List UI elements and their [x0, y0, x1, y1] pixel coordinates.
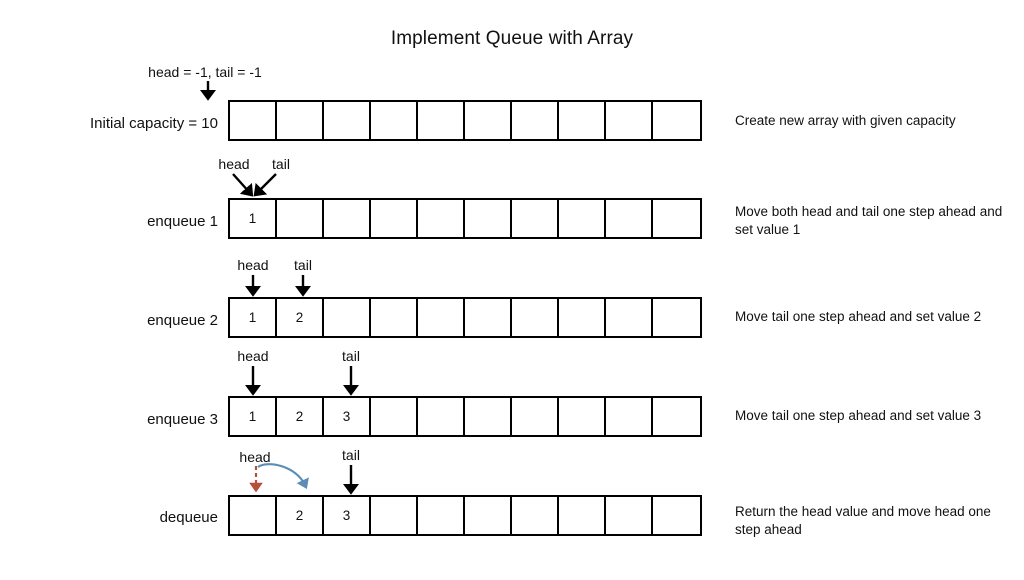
array-cell[interactable]: [559, 398, 606, 435]
array-cell[interactable]: 3: [324, 398, 371, 435]
array-cell[interactable]: [653, 398, 700, 435]
array-cell[interactable]: [512, 299, 559, 336]
tail-arrow-enqueue-1: [253, 173, 277, 197]
array-cell[interactable]: [230, 497, 277, 534]
array-cell[interactable]: 2: [277, 299, 324, 336]
array-cell[interactable]: [465, 102, 512, 139]
array-cell[interactable]: [465, 200, 512, 237]
array-cell[interactable]: [512, 398, 559, 435]
array-cell[interactable]: [559, 102, 606, 139]
row-label-initial: Initial capacity = 10: [90, 115, 218, 132]
array-cell[interactable]: [371, 200, 418, 237]
head-pointer-label: head: [237, 348, 269, 364]
array-enqueue-1: 1: [228, 198, 702, 239]
array-cell[interactable]: [512, 497, 559, 534]
head-pointer-label: head: [239, 449, 271, 465]
row-label-enqueue-1: enqueue 1: [147, 213, 218, 230]
array-cell[interactable]: [512, 102, 559, 139]
row-note-enqueue-2: Move tail one step ahead and set value 2: [735, 309, 982, 324]
row-label-enqueue-3: enqueue 3: [147, 411, 218, 428]
array-cell[interactable]: 1: [230, 398, 277, 435]
array-cell[interactable]: [653, 200, 700, 237]
tail-pointer-label: tail: [272, 156, 290, 172]
array-initial: [228, 100, 702, 141]
row-note-initial: Create new array with given capacity: [735, 113, 956, 128]
array-cell[interactable]: [418, 398, 465, 435]
array-cell[interactable]: [653, 497, 700, 534]
tail-pointer-label: tail: [342, 447, 360, 463]
row-label-dequeue: dequeue: [159, 509, 218, 526]
array-cell[interactable]: [418, 102, 465, 139]
tail-pointer-label: tail: [342, 348, 360, 364]
array-cell[interactable]: [324, 102, 371, 139]
array-cell[interactable]: [418, 200, 465, 237]
head-arrow-enqueue-1: [232, 173, 254, 197]
array-cell[interactable]: [559, 299, 606, 336]
row-note-enqueue-3: Move tail one step ahead and set value 3: [735, 408, 982, 423]
array-cell[interactable]: [559, 200, 606, 237]
array-cell[interactable]: [606, 200, 653, 237]
array-cell[interactable]: [277, 200, 324, 237]
array-cell[interactable]: [371, 398, 418, 435]
array-cell[interactable]: [418, 299, 465, 336]
page-title: Implement Queue with Array: [390, 28, 634, 49]
array-cell[interactable]: [653, 102, 700, 139]
array-cell[interactable]: [606, 102, 653, 139]
array-cell[interactable]: [465, 398, 512, 435]
array-cell[interactable]: 3: [324, 497, 371, 534]
head-tail-init-annotation: head = -1, tail = -1: [148, 64, 262, 80]
array-cell[interactable]: [606, 398, 653, 435]
array-cell[interactable]: [371, 497, 418, 534]
row-note-dequeue: Return the head value and move head one …: [735, 504, 991, 537]
head-pointer-label: head: [218, 156, 250, 172]
array-cell[interactable]: 2: [277, 497, 324, 534]
array-cell[interactable]: [606, 299, 653, 336]
array-cell[interactable]: 1: [230, 200, 277, 237]
row-label-enqueue-2: enqueue 2: [147, 312, 218, 329]
array-cell[interactable]: [277, 102, 324, 139]
array-cell[interactable]: [324, 200, 371, 237]
array-enqueue-3: 1 2 3: [228, 396, 702, 437]
array-cell[interactable]: [465, 497, 512, 534]
array-cell[interactable]: [418, 497, 465, 534]
array-cell[interactable]: [512, 200, 559, 237]
array-dequeue: 2 3: [228, 495, 702, 536]
head-advance-curve-dequeue: [257, 463, 309, 489]
array-cell[interactable]: 1: [230, 299, 277, 336]
tail-pointer-label: tail: [294, 257, 312, 273]
array-cell[interactable]: [371, 299, 418, 336]
row-note-enqueue-1: Move both head and tail one step ahead a…: [735, 204, 1003, 237]
array-cell[interactable]: [324, 299, 371, 336]
array-cell[interactable]: [606, 497, 653, 534]
array-cell[interactable]: [653, 299, 700, 336]
head-pointer-label: head: [237, 257, 269, 273]
array-cell[interactable]: [371, 102, 418, 139]
array-cell[interactable]: 2: [277, 398, 324, 435]
array-cell[interactable]: [465, 299, 512, 336]
array-enqueue-2: 1 2: [228, 297, 702, 338]
array-cell[interactable]: [559, 497, 606, 534]
array-cell[interactable]: [230, 102, 277, 139]
